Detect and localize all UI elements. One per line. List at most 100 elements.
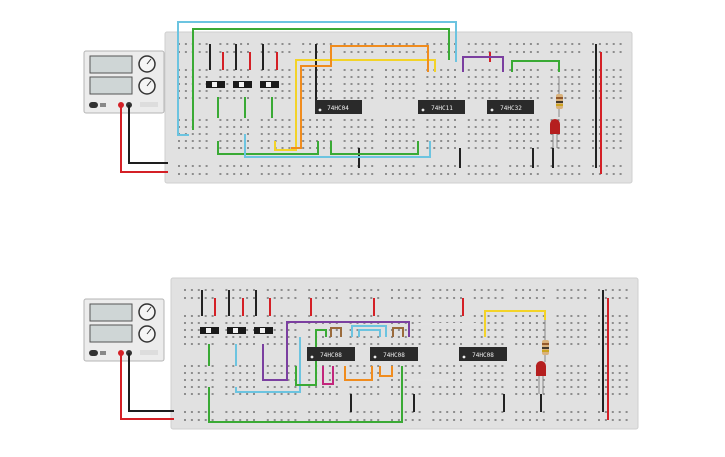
breadboard-hole [564, 126, 567, 128]
breadboard-hole [190, 411, 193, 413]
breadboard-hole [570, 289, 573, 291]
breadboard-hole [239, 379, 242, 381]
breadboard-hole [433, 133, 436, 135]
breadboard-hole [266, 322, 269, 324]
breadboard-hole [356, 343, 359, 345]
breadboard-hole [349, 315, 352, 317]
breadboard-hole [288, 51, 291, 53]
breadboard-hole [364, 97, 367, 99]
breadboard-hole [494, 322, 497, 324]
breadboard-hole [233, 69, 236, 71]
breadboard-hole [302, 147, 305, 149]
breadboard-hole [598, 83, 601, 85]
breadboard-hole [432, 289, 435, 291]
breadboard-hole [190, 336, 193, 338]
breadboard-hole [184, 372, 186, 374]
breadboard-hole [473, 365, 476, 367]
breadboard-hole [611, 329, 614, 331]
breadboard-hole [349, 289, 352, 291]
breadboard-hole [226, 140, 229, 142]
breadboard-hole [536, 83, 539, 85]
breadboard-hole [302, 83, 305, 85]
breadboard-hole [605, 173, 608, 175]
breadboard-hole [357, 69, 360, 71]
breadboard-hole [605, 126, 608, 128]
breadboard-hole [377, 372, 380, 374]
breadboard-hole [480, 386, 483, 388]
breadboard-hole [447, 133, 450, 135]
breadboard-hole [391, 386, 393, 388]
breadboard-hole [557, 140, 560, 142]
breadboard-hole [550, 165, 553, 167]
breadboard-hole [611, 343, 614, 345]
breadboard-hole [474, 43, 477, 45]
breadboard-hole [273, 393, 276, 395]
breadboard-hole [612, 51, 615, 53]
led[interactable] [536, 361, 546, 376]
breadboard-hole [474, 83, 477, 85]
breadboard-hole [467, 97, 470, 99]
breadboard-hole [516, 140, 519, 142]
chip[interactable]: 74HC04 [315, 100, 362, 114]
breadboard-hole [426, 173, 429, 175]
breadboard-hole [190, 322, 193, 324]
breadboard-hole [522, 379, 525, 381]
breadboard-hole [197, 343, 200, 345]
breadboard-hole [611, 372, 614, 374]
breadboard-hole [239, 393, 242, 395]
power-supply[interactable] [83, 50, 165, 114]
breadboard-hole [225, 297, 228, 299]
breadboard-hole [350, 43, 353, 45]
breadboard-hole [474, 165, 477, 167]
chip[interactable]: 74HC11 [418, 100, 465, 114]
breadboard-hole [280, 386, 283, 388]
breadboard-hole [371, 90, 374, 92]
breadboard-hole [473, 336, 476, 338]
breadboard-hole [377, 393, 380, 395]
breadboard-hole [364, 140, 367, 142]
breadboard-hole [294, 297, 297, 299]
chip[interactable]: 74HC08 [370, 347, 418, 361]
breadboard-hole [398, 43, 401, 45]
breadboard-hole [267, 165, 270, 167]
breadboard-hole [523, 51, 525, 53]
breadboard-hole [542, 322, 545, 324]
power-switch[interactable] [89, 102, 98, 108]
breadboard-hole [184, 173, 187, 175]
breadboard-hole [439, 419, 442, 421]
breadboard-hole [522, 386, 525, 388]
breadboard-hole [619, 126, 622, 128]
breadboard-hole [281, 43, 284, 45]
power-switch[interactable] [89, 350, 98, 356]
breadboard-hole [350, 76, 353, 78]
breadboard-hole [488, 165, 491, 167]
breadboard-hole [280, 322, 283, 324]
breadboard-hole [274, 69, 277, 71]
breadboard-hole [266, 289, 269, 291]
breadboard-hole [371, 140, 374, 142]
chip[interactable]: 74HC08 [307, 347, 355, 361]
breadboard-hole [232, 365, 235, 367]
breadboard-hole [404, 336, 407, 338]
breadboard-hole [288, 43, 291, 45]
breadboard-hole [246, 322, 249, 324]
chip[interactable]: 74HC08 [459, 347, 507, 361]
breadboard-hole [309, 119, 312, 121]
breadboard-hole [350, 97, 353, 99]
breadboard-hole [219, 133, 222, 135]
chip[interactable]: 74HC32 [487, 100, 534, 114]
breadboard-hole [495, 133, 498, 135]
breadboard-hole [266, 297, 269, 299]
breadboard-hole [247, 97, 249, 99]
breadboard-hole [309, 43, 312, 45]
power-supply[interactable] [83, 298, 165, 362]
breadboard-hole [397, 289, 400, 291]
breadboard-hole [328, 393, 331, 395]
led[interactable] [550, 119, 560, 134]
breadboard-hole [556, 322, 559, 324]
breadboard-hole [529, 173, 532, 175]
breadboard-hole [577, 372, 580, 374]
breadboard-hole [577, 297, 580, 299]
breadboard-hole [515, 393, 518, 395]
breadboard-hole [418, 419, 421, 421]
